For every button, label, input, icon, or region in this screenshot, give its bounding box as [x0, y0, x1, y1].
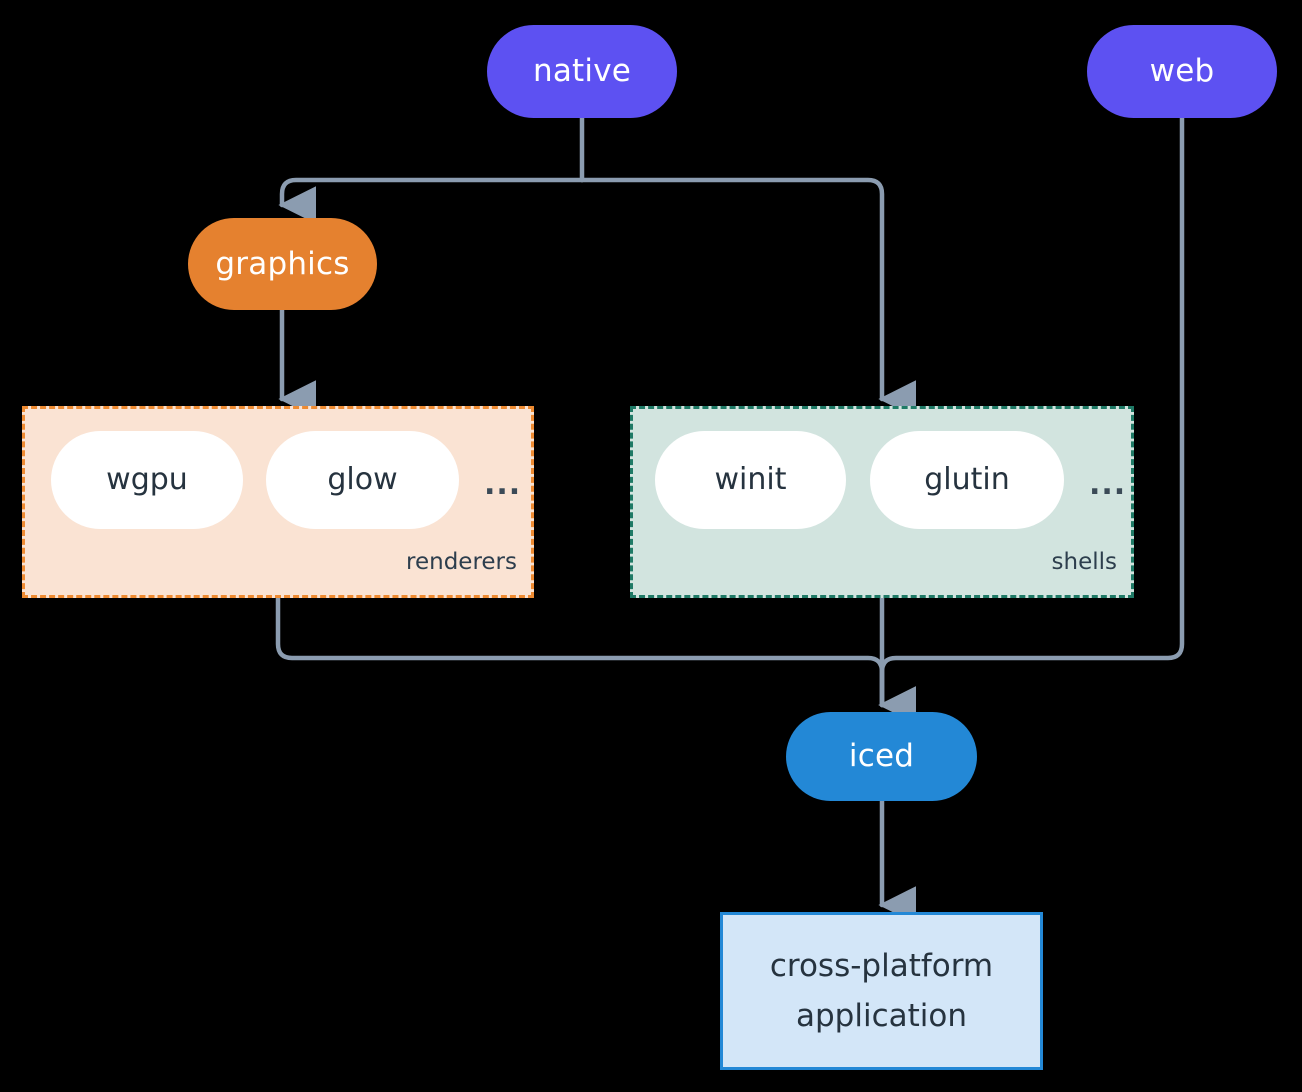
- edge-native-to-shells: [579, 177, 917, 418]
- node-application[interactable]: cross-platform application: [720, 912, 1043, 1070]
- node-native-label: native: [532, 53, 632, 89]
- node-web[interactable]: web: [1087, 25, 1277, 118]
- node-glutin-label: glutin: [924, 462, 1010, 497]
- renderers-more-ellipsis: ...: [484, 467, 522, 502]
- node-glow[interactable]: glow: [266, 431, 459, 529]
- group-shells-tag: shells: [1051, 549, 1117, 575]
- node-graphics[interactable]: graphics: [188, 218, 377, 310]
- node-iced-label: iced: [848, 738, 915, 774]
- group-renderers[interactable]: wgpu glow ... renderers: [22, 406, 534, 598]
- node-winit-label: winit: [714, 462, 787, 497]
- group-renderers-tag: renderers: [406, 549, 517, 575]
- application-label-line1: cross-platform: [769, 947, 994, 984]
- node-glutin[interactable]: glutin: [870, 431, 1064, 529]
- node-native[interactable]: native: [487, 25, 677, 118]
- node-wgpu-label: wgpu: [106, 462, 188, 497]
- edge-native-to-graphics: [278, 177, 585, 224]
- edge-renderers-to-iced: [275, 595, 917, 724]
- node-iced[interactable]: iced: [786, 712, 977, 801]
- group-shells[interactable]: winit glutin ... shells: [630, 406, 1134, 598]
- node-glow-label: glow: [327, 462, 398, 497]
- node-wgpu[interactable]: wgpu: [51, 431, 243, 529]
- node-winit[interactable]: winit: [655, 431, 846, 529]
- node-web-label: web: [1149, 53, 1215, 89]
- node-graphics-label: graphics: [215, 245, 350, 282]
- application-label-line2: application: [796, 998, 967, 1034]
- shells-more-ellipsis: ...: [1089, 467, 1127, 502]
